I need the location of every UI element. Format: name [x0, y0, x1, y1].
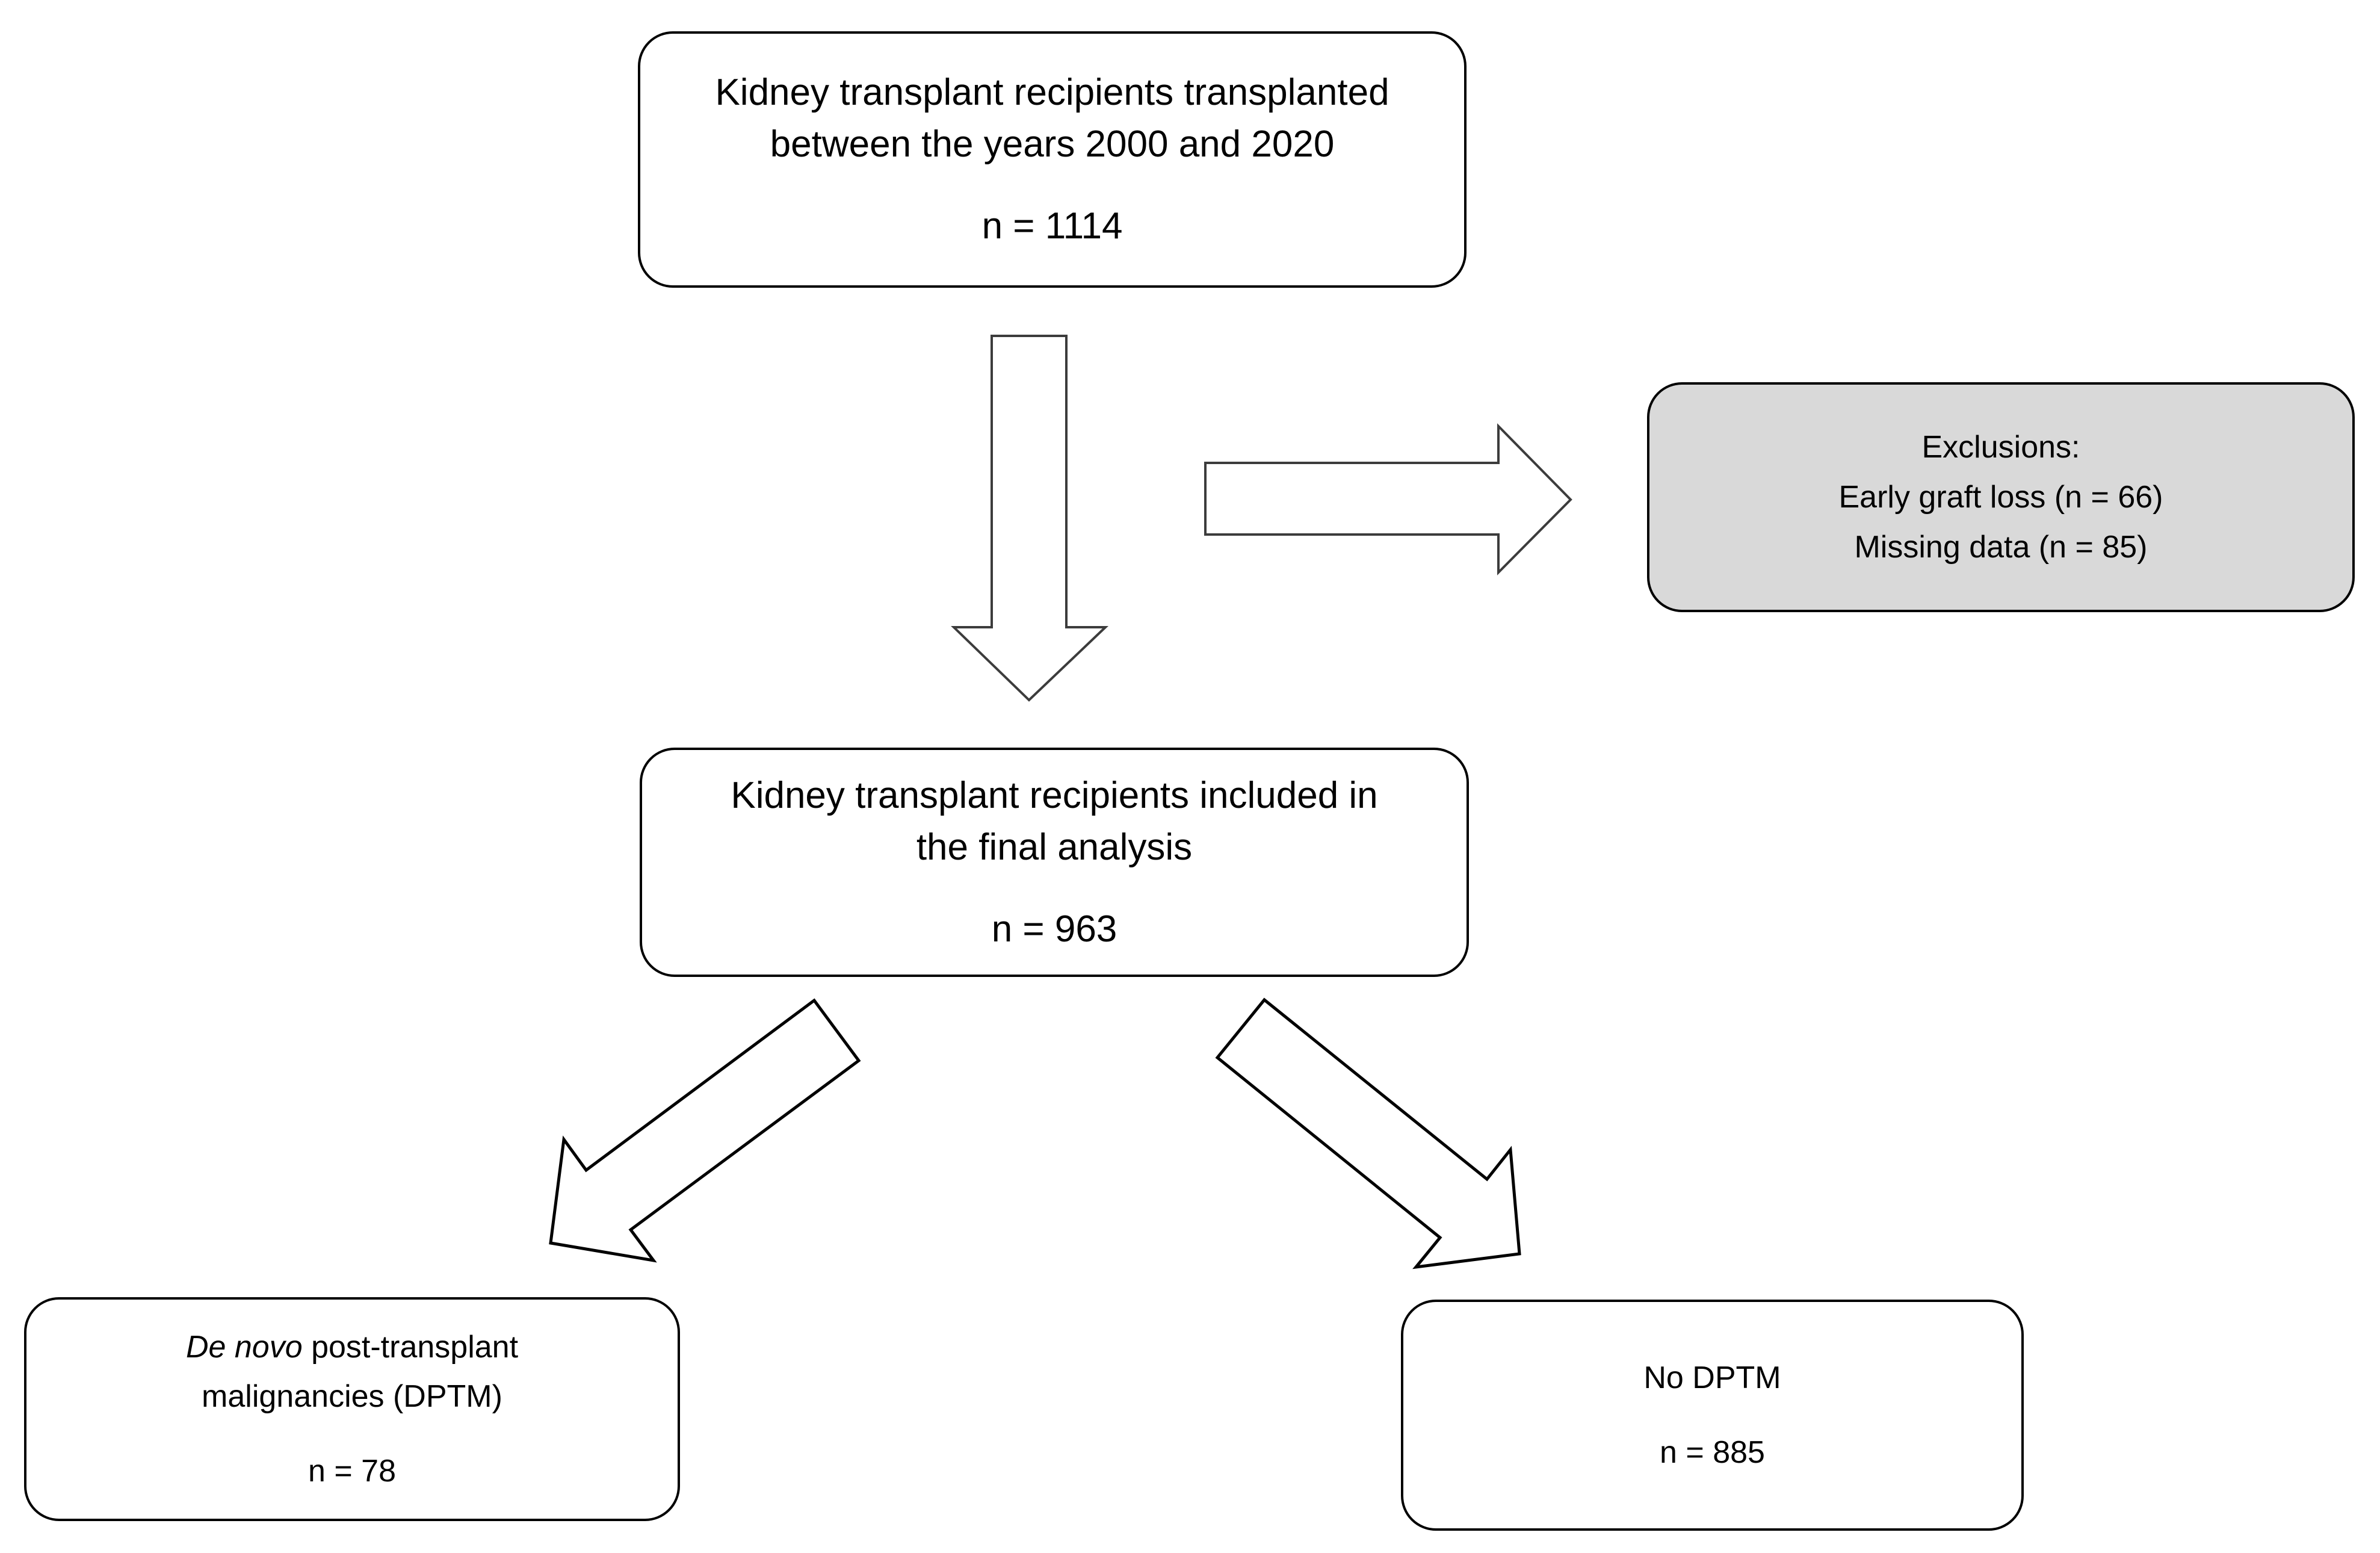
node-exclusions-label: Exclusions: Early graft loss (n = 66) Miss…	[1839, 423, 2163, 572]
node-initial-population: Kidney transplant recipients transplante…	[638, 31, 1467, 288]
exclusions-item-1: Early graft loss (n = 66)	[1838, 479, 2163, 515]
label-line-1: Kidney transplant recipients included in	[731, 774, 1378, 816]
node-final-count: n = 963	[991, 908, 1117, 950]
label-line-1: No DPTM	[1643, 1360, 1781, 1395]
node-final-label: Kidney transplant recipients included in…	[731, 770, 1377, 873]
label-line-1-rest: post-transplant	[302, 1330, 519, 1365]
down-right-block-arrow	[1215, 997, 1521, 1269]
label-line-2: between the years 2000 and 2020	[770, 123, 1335, 165]
down-left-block-arrow	[549, 998, 861, 1263]
label-line-2: the final analysis	[916, 826, 1193, 868]
node-dptm: De novo post-transplant malignancies (DPT…	[24, 1297, 680, 1521]
right-block-arrow	[1204, 423, 1572, 575]
node-no-dptm-count: n = 885	[1660, 1435, 1765, 1470]
node-no-dptm-label: No DPTM	[1643, 1353, 1781, 1403]
label-line-2: malignancies (DPTM)	[202, 1379, 502, 1414]
node-dptm-count: n = 78	[308, 1454, 397, 1489]
node-initial-label: Kidney transplant recipients transplante…	[715, 67, 1389, 170]
exclusions-title: Exclusions:	[1921, 429, 2080, 465]
down-block-arrow	[951, 335, 1108, 702]
node-final-analysis: Kidney transplant recipients included in…	[640, 748, 1469, 977]
node-dptm-label: De novo post-transplant malignancies (DPT…	[186, 1322, 518, 1421]
exclusions-item-2: Missing data (n = 85)	[1854, 529, 2148, 565]
node-no-dptm: No DPTM n = 885	[1401, 1300, 2024, 1531]
node-initial-count: n = 1114	[981, 205, 1123, 247]
node-exclusions: Exclusions: Early graft loss (n = 66) Miss…	[1647, 382, 2355, 612]
label-line-1: Kidney transplant recipients transplante…	[715, 72, 1389, 113]
label-de-novo-italic: De novo	[185, 1330, 303, 1365]
